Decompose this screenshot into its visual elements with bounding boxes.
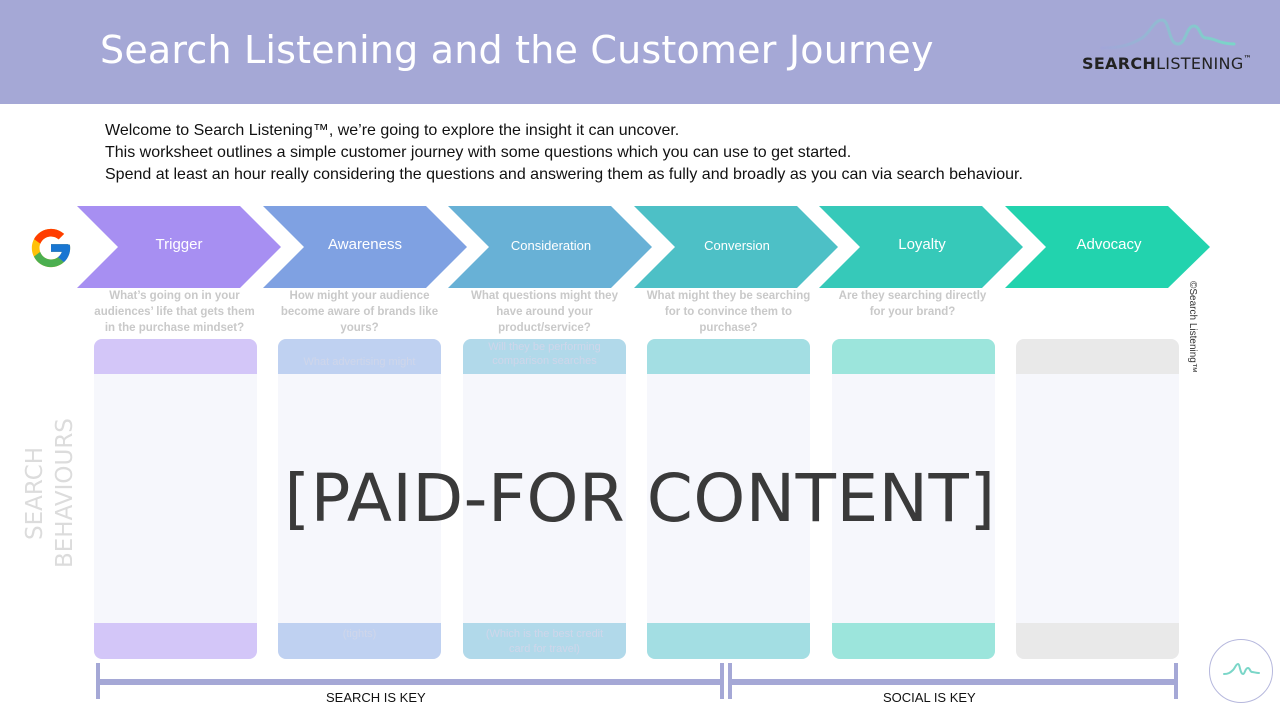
chevron-advocacy	[1005, 206, 1210, 288]
social-is-key-label: SOCIAL IS KEY	[883, 690, 976, 705]
card-loyalty[interactable]	[832, 339, 995, 659]
question-trigger: What’s going on in your audiences’ life …	[94, 290, 255, 334]
search-is-key-label: SEARCH IS KEY	[326, 690, 426, 705]
question-loyalty: Are they searching directly for your bra…	[838, 290, 987, 318]
card-footer	[832, 623, 995, 659]
page-title: Search Listening and the Customer Journe…	[100, 28, 934, 72]
chevron-consideration	[448, 206, 652, 288]
card-conversion[interactable]	[647, 339, 810, 659]
logo-wordmark: SEARCHLISTENING™	[1082, 54, 1252, 73]
card-footer	[278, 623, 441, 659]
stage-label-conversion: Conversion	[704, 238, 770, 253]
question-consideration: What questions might they have around yo…	[471, 290, 618, 334]
stage-label-advocacy: Advocacy	[1076, 236, 1142, 253]
card-faint-text: Will they be performing	[488, 341, 601, 353]
chevron-trigger	[77, 206, 281, 288]
card-faint-text: card for travel)	[509, 643, 580, 655]
card-header	[1016, 339, 1179, 374]
paid-content-overlay: [PAID-FOR CONTENT]	[284, 460, 996, 537]
wave-logo-badge[interactable]	[1209, 639, 1273, 703]
stage-label-loyalty: Loyalty	[898, 236, 946, 253]
card-awareness[interactable]: What advertising might (tights)	[278, 339, 441, 659]
chevron-loyalty	[819, 206, 1023, 288]
stage-label-trigger: Trigger	[155, 236, 203, 253]
intro-line-1: Welcome to Search Listening™, we’re goin…	[105, 122, 680, 139]
card-header	[94, 339, 257, 374]
intro-line-3: Spend at least an hour really considerin…	[105, 166, 1023, 183]
question-awareness: How might your audience become aware of …	[280, 290, 439, 334]
google-g-icon	[31, 228, 71, 268]
card-trigger[interactable]	[94, 339, 257, 659]
card-faint-text: comparison searches	[492, 355, 597, 367]
stage-label-consideration: Consideration	[510, 238, 592, 253]
stage-label-awareness: Awareness	[328, 236, 402, 253]
card-header	[463, 339, 626, 374]
card-faint-text: (Which is the best credit	[485, 628, 604, 640]
card-footer	[1016, 623, 1179, 659]
card-footer	[647, 623, 810, 659]
wave-logo-icon	[1223, 662, 1260, 676]
card-header	[278, 339, 441, 374]
chevron-awareness	[263, 206, 467, 288]
card-header	[647, 339, 810, 374]
card-advocacy[interactable]	[1016, 339, 1179, 659]
wave-logo-icon	[1100, 18, 1236, 50]
header-banner: Search Listening and the Customer Journe…	[0, 0, 1280, 104]
card-faint-text: (tights)	[342, 628, 377, 640]
card-header	[832, 339, 995, 374]
social-is-key-bar	[728, 663, 1178, 699]
search-listening-logo[interactable]: SEARCHLISTENING™	[1082, 14, 1262, 76]
card-faint-text: What advertising might	[303, 356, 416, 368]
chevron-conversion	[634, 206, 838, 288]
question-conversion: What might they be searching for to conv…	[646, 290, 811, 334]
intro-line-2: This worksheet outlines a simple custome…	[105, 144, 852, 161]
card-footer	[94, 623, 257, 659]
search-is-key-bar	[96, 663, 724, 699]
intro-text: Welcome to Search Listening™, we’re goin…	[105, 120, 1023, 186]
card-consideration[interactable]: Will they be performing comparison searc…	[463, 339, 626, 659]
card-footer	[463, 623, 626, 659]
